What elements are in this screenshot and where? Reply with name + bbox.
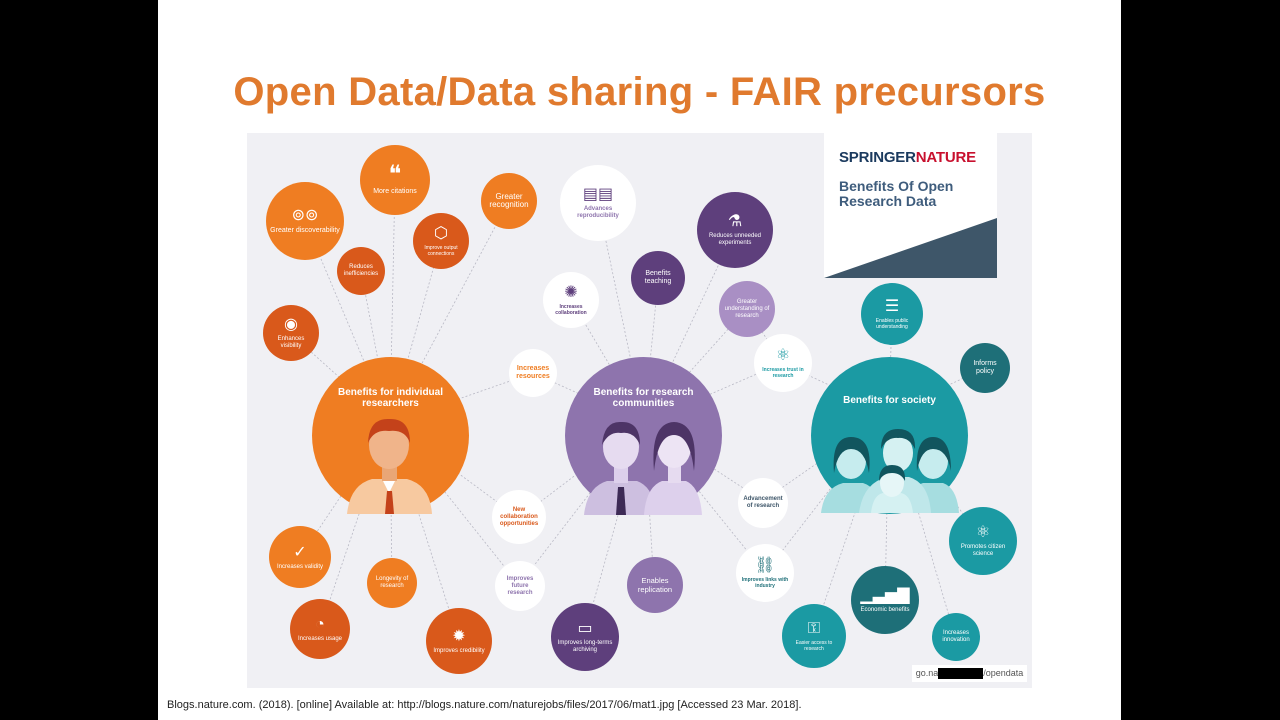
panel-triangle xyxy=(824,218,997,278)
node-informs-policy: Informs policy xyxy=(960,343,1010,393)
short-link: go.na/opendata xyxy=(912,665,1027,682)
node-increases-trust: ⚛ Increases trust in research xyxy=(754,334,812,392)
badge-icon: ✹ xyxy=(452,627,466,645)
redaction-bar xyxy=(938,668,984,680)
node-reduces-inefficiencies: Reduces inefficiencies xyxy=(337,247,385,295)
quote-icon: ❝ xyxy=(388,161,402,188)
chain-link-icon: ⛓ xyxy=(754,557,776,574)
key-icon: ⚿ xyxy=(807,620,821,637)
node-advancement-of-research: Advancement of research xyxy=(738,478,788,528)
checkmark-icon: ✓ xyxy=(293,543,307,561)
node-reduces-unneeded-experiments: ⚗ Reduces unneeded experiments xyxy=(697,192,773,268)
node-improve-output-connections: ⬡ Improve output connections xyxy=(413,213,469,269)
node-enhances-visibility: ◉ Enhances visibility xyxy=(263,305,319,361)
atom-icon: ⚛ xyxy=(975,524,991,541)
node-enables-public-understanding: ☰ Enables public understanding xyxy=(861,283,923,345)
community-illustration xyxy=(584,421,702,515)
binoculars-icon: ⊚⊚ xyxy=(291,207,319,224)
node-increases-collaboration: ✺ Increases collaboration xyxy=(543,272,599,328)
node-benefits-teaching: Benefits teaching xyxy=(631,251,685,305)
node-increases-resources: Increases resources xyxy=(509,349,557,397)
node-new-collaboration: New collaboration opportunities xyxy=(492,490,546,544)
node-enables-replication: Enables replication xyxy=(627,557,683,613)
node-economic-benefits: ▁▃▅▇ Economic benefits xyxy=(851,566,919,634)
node-greater-understanding: Greater understanding of research xyxy=(719,281,775,337)
society-illustration xyxy=(821,429,959,513)
node-easier-access: ⚿ Easier access to research xyxy=(782,604,846,668)
panel-subtitle: Benefits Of Open Research Data xyxy=(839,178,954,209)
node-improves-long-term-archiving: ▭ Improves long-terms archiving xyxy=(551,603,619,671)
bar-chart-icon: ▁▃▅▇ xyxy=(860,586,910,604)
node-increases-usage: ◔ Increases usage xyxy=(290,599,350,659)
infographic: SPRINGERNATURE Benefits Of Open Research… xyxy=(247,133,1032,688)
citation: Blogs.nature.com. (2018). [online] Avail… xyxy=(167,699,802,711)
node-improves-credibility: ✹ Improves credibility xyxy=(426,608,492,674)
node-advances-reproducibility: ▤▤ Advances reproducibility xyxy=(560,165,636,241)
node-improves-links-industry: ⛓ Improves links with industry xyxy=(736,544,794,602)
node-increases-innovation: Increases innovation xyxy=(932,613,980,661)
archive-box-icon: ▭ xyxy=(577,620,593,637)
node-promotes-citizen-science: ⚛ Promotes citizen science xyxy=(949,507,1017,575)
atom-icon: ⚛ xyxy=(775,347,791,364)
node-longevity-of-research: Longevity of research xyxy=(367,558,417,608)
slide-title: Open Data/Data sharing - FAIR precursors xyxy=(233,70,1046,114)
eye-icon: ◉ xyxy=(284,316,298,333)
molecule-icon: ✺ xyxy=(564,284,578,301)
researcher-illustration xyxy=(347,418,432,514)
documents-icon: ▤▤ xyxy=(582,186,614,203)
hub-society-label: Benefits for society xyxy=(843,395,936,406)
hub-individual-label: Benefits for individual researchers xyxy=(337,387,443,409)
flask-icon: ⚗ xyxy=(727,213,743,230)
node-greater-recognition: Greater recognition xyxy=(481,173,537,229)
node-improves-future-research: Improves future research xyxy=(495,561,545,611)
springer-nature-logo: SPRINGERNATURE xyxy=(839,149,976,166)
network-icon: ⬡ xyxy=(434,225,448,242)
sliders-icon: ☰ xyxy=(884,298,900,315)
node-increases-validity: ✓ Increases validity xyxy=(269,526,331,588)
node-greater-discoverability: ⊚⊚ Greater discoverability xyxy=(266,182,344,260)
node-more-citations: ❝ More citations xyxy=(360,145,430,215)
gauge-icon: ◔ xyxy=(315,615,325,633)
hub-community-label: Benefits for research communities xyxy=(593,387,694,409)
